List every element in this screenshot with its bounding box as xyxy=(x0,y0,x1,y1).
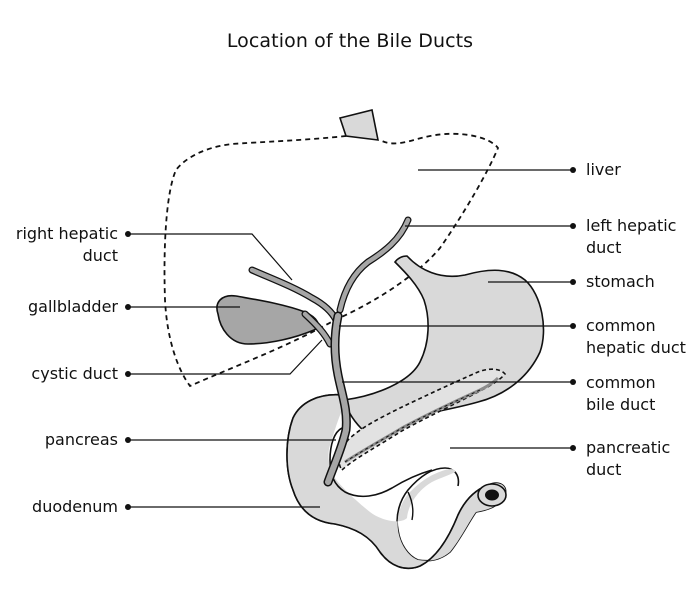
leader-dot-cystic xyxy=(125,371,131,377)
label-common-hepatic-duct-line1: common xyxy=(586,316,656,335)
leader-dot-common-hepatic xyxy=(570,323,576,329)
leader-dot-pancreatic xyxy=(570,445,576,451)
pancreas-outline xyxy=(338,368,507,472)
label-pancreatic-duct: pancreatic duct xyxy=(586,437,670,481)
label-pancreatic-duct-line1: pancreatic xyxy=(586,438,671,457)
diagram-title: Location of the Bile Ducts xyxy=(226,30,474,52)
label-duodenum: duodenum xyxy=(32,497,118,516)
leader-lines-right xyxy=(339,167,576,451)
label-pancreatic-duct-line2: duct xyxy=(586,460,622,479)
label-right-hepatic-duct: right hepatic duct xyxy=(16,223,118,267)
label-pancreas: pancreas xyxy=(44,430,118,449)
label-left-hepatic-duct-line1: left hepatic xyxy=(586,216,677,235)
label-gallbladder: gallbladder xyxy=(28,297,118,316)
leader-dot-right-hepatic xyxy=(125,231,131,237)
esophagus-stub xyxy=(338,109,380,141)
label-right-hepatic-duct-line2: duct xyxy=(82,246,118,265)
leader-right-hepatic xyxy=(128,233,293,281)
leader-lines-left xyxy=(128,233,336,508)
label-right-hepatic-duct-line1: right hepatic xyxy=(15,224,118,243)
duodenum-inner-curve xyxy=(329,427,433,498)
duodenum-fold xyxy=(407,491,414,521)
duodenum-outline xyxy=(286,393,489,570)
label-stomach: stomach xyxy=(586,272,655,291)
label-common-bile-duct-line1: common xyxy=(586,373,656,392)
label-left-hepatic-duct: left hepatic duct xyxy=(586,215,676,259)
leader-dot-stomach xyxy=(570,279,576,285)
liver-outline xyxy=(163,132,500,388)
label-common-bile-duct-line2: bile duct xyxy=(586,395,656,414)
right-hepatic-duct-inner xyxy=(249,267,339,323)
leader-dot-pancreas xyxy=(125,437,131,443)
leader-dot-duodenum xyxy=(125,504,131,510)
leader-dot-liver xyxy=(570,167,576,173)
label-liver: liver xyxy=(586,160,621,179)
common-bile-duct-inner xyxy=(325,313,350,485)
cystic-duct-inner xyxy=(302,311,333,347)
leader-dot-left-hepatic xyxy=(570,223,576,229)
duodenum-opening-inner xyxy=(485,489,499,501)
label-common-hepatic-duct: common hepatic duct xyxy=(586,315,686,359)
leader-dots-left xyxy=(125,231,131,510)
leader-dot-gallbladder xyxy=(125,304,131,310)
leader-cystic xyxy=(128,339,323,375)
label-common-bile-duct: common bile duct xyxy=(586,372,656,416)
label-cystic-duct: cystic duct xyxy=(31,364,118,383)
leader-dot-common-bile xyxy=(570,379,576,385)
left-hepatic-duct-inner xyxy=(337,217,411,313)
pancreatic-duct-stripes xyxy=(344,389,481,463)
label-common-hepatic-duct-line2: hepatic duct xyxy=(586,338,686,357)
label-left-hepatic-duct-line2: duct xyxy=(586,238,622,257)
